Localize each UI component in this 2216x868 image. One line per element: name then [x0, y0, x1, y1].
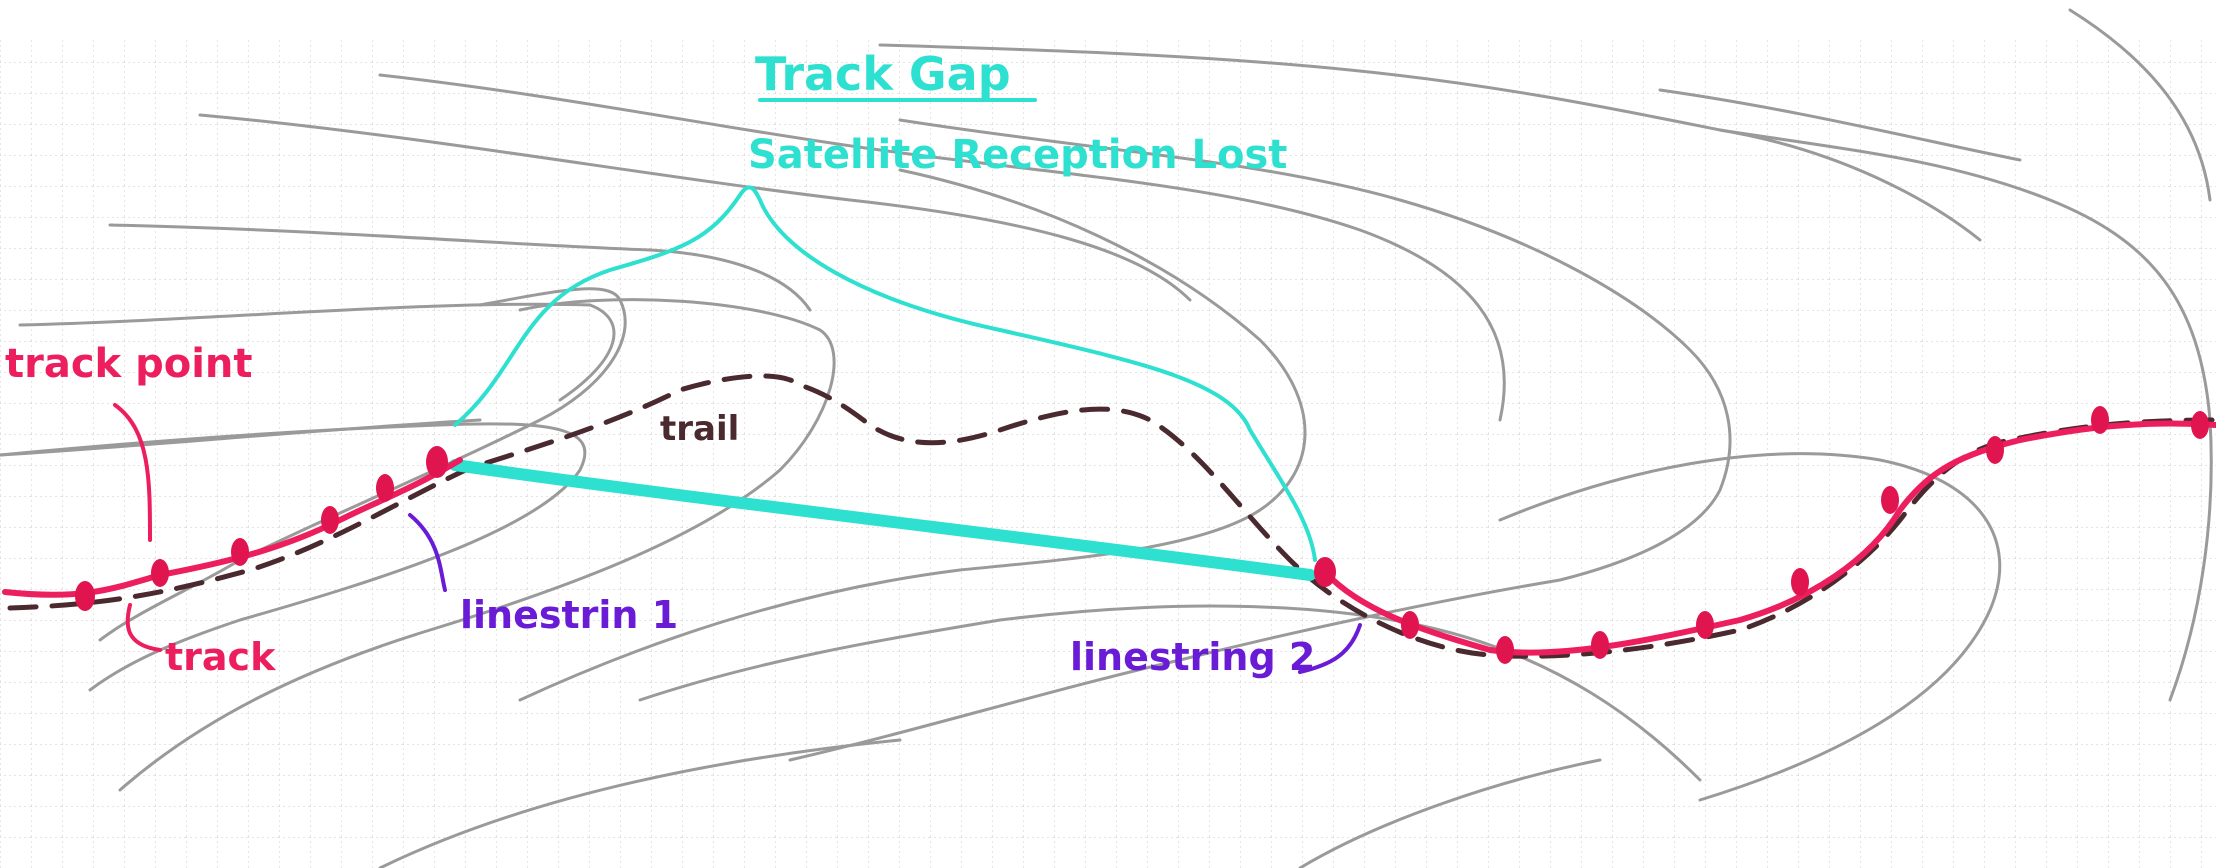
contour-line [638, 604, 1702, 782]
track-label: track [165, 635, 276, 679]
track-points [75, 406, 2209, 664]
contour-line [518, 168, 1307, 702]
contour-line [878, 43, 1982, 242]
reception-lost-label: Satellite Reception Lost [748, 132, 1287, 178]
track-point [2091, 406, 2109, 434]
contour-line [378, 738, 902, 868]
contour-line [198, 113, 1192, 302]
contour-line [1718, 128, 2213, 702]
contour-line [118, 298, 836, 792]
contour-line [98, 287, 627, 642]
track-point [426, 446, 448, 478]
track-point [1314, 557, 1336, 587]
contour-line [788, 118, 1732, 762]
contour-line [0, 418, 482, 457]
contour-lines [0, 8, 2213, 868]
track-point [1791, 568, 1809, 596]
contour-line [378, 73, 1506, 422]
contour-line [1498, 452, 2002, 802]
contour-line [2068, 8, 2212, 202]
contour-line [18, 302, 616, 402]
graph-paper-grid [0, 38, 2216, 868]
track-gap-line [449, 459, 1316, 581]
track-point [231, 538, 249, 566]
track-point [1986, 436, 2004, 464]
linestring-1-label: linestrin 1 [460, 593, 678, 637]
label-leaders [113, 98, 1362, 674]
track-gap-title: Track Gap [755, 47, 1011, 101]
gap-brace [453, 185, 1317, 562]
track-point-label: track point [5, 341, 253, 387]
track-point [1881, 486, 1899, 514]
track-point [75, 581, 95, 611]
linestring-2-leader [1298, 623, 1362, 674]
track-line-segment-2 [1322, 420, 2216, 656]
contour-line [0, 422, 587, 692]
track-point [1401, 611, 1419, 639]
track-point [151, 559, 169, 587]
contour-line [1658, 88, 2022, 162]
contour-line [1298, 758, 1602, 868]
track-point-leader [113, 403, 152, 542]
track-point [1496, 636, 1514, 664]
linestring-2-label: linestring 2 [1070, 635, 1315, 679]
track-point [376, 474, 394, 502]
contour-line [108, 223, 812, 312]
track-point [1696, 611, 1714, 639]
linestring-1-leader [408, 513, 447, 592]
track-point [1591, 631, 1609, 659]
track-point [321, 506, 339, 534]
top-blank-margin [0, 0, 2216, 40]
track-point [2191, 411, 2209, 439]
trail-label: trail [660, 409, 739, 449]
track-leader [125, 603, 162, 652]
